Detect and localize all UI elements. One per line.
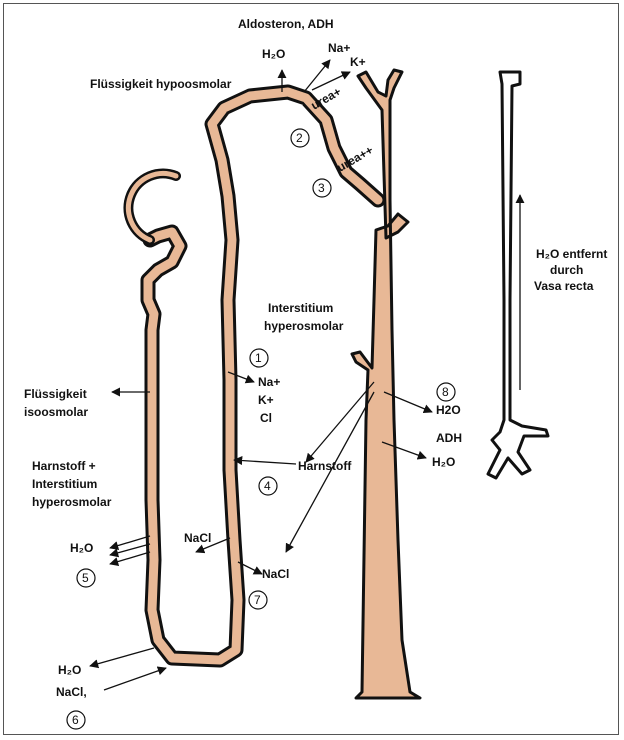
collecting-duct — [352, 70, 420, 698]
vasa-recta-line2: durch — [550, 263, 583, 277]
harnstoff-mid-label: Harnstoff — [298, 459, 352, 473]
marker-8: 8 — [437, 383, 455, 401]
svg-text:3: 3 — [318, 181, 325, 195]
svg-text:4: 4 — [264, 479, 271, 493]
nacl-bottom-label: NaCl, — [56, 685, 87, 699]
k-top-label: K+ — [350, 55, 366, 69]
fluessigkeit-iso-line2: isoosmolar — [24, 405, 88, 419]
k-mid-label: K+ — [258, 393, 274, 407]
marker-2: 2 — [291, 129, 309, 147]
aldosteron-label: Aldosteron, ADH — [238, 17, 334, 31]
vasa-recta-line3: Vasa recta — [534, 279, 594, 293]
h2o-8b-label: H₂O — [432, 455, 455, 469]
h2o-8a-label: H2O — [436, 403, 461, 417]
cl-mid-label: Cl — [260, 411, 272, 425]
harnstoff-left-line2: Interstitium — [32, 477, 97, 491]
marker-3: 3 — [313, 179, 331, 197]
marker-4: 4 — [259, 477, 277, 495]
fluessigkeit-hypo-label: Flüssigkeit hypoosmolar — [90, 77, 232, 91]
marker-7: 7 — [249, 591, 267, 609]
fluessigkeit-iso-line1: Flüssigkeit — [24, 387, 87, 401]
harnstoff-left-line3: hyperosmolar — [32, 495, 112, 509]
marker-6: 6 — [67, 711, 85, 729]
nacl-7-label: NaCl — [262, 567, 289, 581]
na-mid-label: Na+ — [258, 375, 280, 389]
h2o-5-label: H₂O — [70, 541, 93, 555]
svg-text:8: 8 — [442, 385, 449, 399]
interstitium-line2: hyperosmolar — [264, 319, 344, 333]
h2o-bottom-label: H₂O — [58, 663, 81, 677]
svg-text:6: 6 — [72, 713, 79, 727]
svg-text:5: 5 — [82, 571, 89, 585]
svg-text:1: 1 — [255, 351, 262, 365]
marker-5: 5 — [77, 569, 95, 587]
harnstoff-left-line1: Harnstoff + — [32, 459, 96, 473]
vasa-recta-line1: H₂O entfernt — [536, 247, 607, 261]
h2o-top-label: H₂O — [262, 47, 285, 61]
svg-text:2: 2 — [296, 131, 303, 145]
nacl-inner-label: NaCl — [184, 531, 211, 545]
vasa-recta — [488, 72, 548, 478]
interstitium-line1: Interstitium — [268, 301, 333, 315]
adh-8-label: ADH — [436, 431, 462, 445]
nephron-tubule — [128, 92, 378, 660]
marker-1: 1 — [250, 349, 268, 367]
svg-text:7: 7 — [254, 593, 261, 607]
na-top-label: Na+ — [328, 41, 350, 55]
